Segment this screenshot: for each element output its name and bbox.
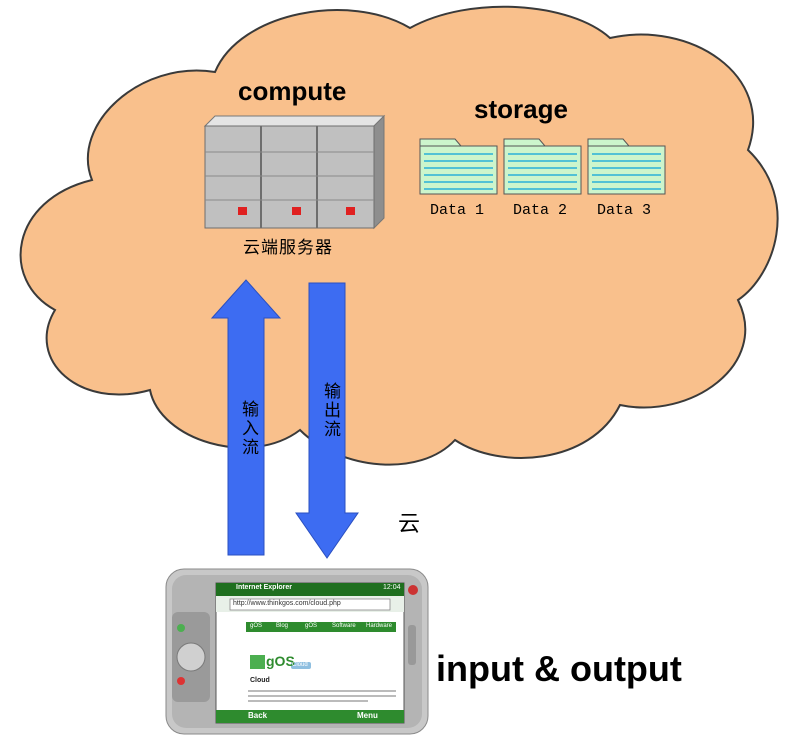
- device-nav-tab: Blog: [276, 623, 289, 629]
- data-folder-icon: [587, 138, 666, 195]
- device-url-field: http://www.thinkgos.com/cloud.php: [233, 600, 341, 607]
- cloud-shape: [19, 5, 779, 466]
- device-nav-tab: Software: [332, 623, 356, 629]
- device-softkey-back: Back: [248, 711, 268, 720]
- input-stream-label: 输入流: [238, 400, 258, 457]
- device-nav-tab: Hardware: [366, 623, 393, 629]
- device-clock: 12:04: [383, 584, 401, 591]
- data-folder-icon: [503, 138, 582, 195]
- device-heading: Cloud: [250, 677, 270, 684]
- server-rack-icon: [203, 114, 386, 230]
- cloud-caption: 云: [398, 512, 421, 537]
- io-caption: input & output: [436, 648, 682, 689]
- device-logo: gOS: [266, 653, 295, 669]
- server-caption: 云端服务器: [243, 238, 333, 258]
- input-stream-arrow: [210, 279, 282, 556]
- mobile-device-icon: [165, 568, 429, 735]
- device-softkey-menu: Menu: [357, 711, 378, 720]
- compute-label: compute: [238, 76, 347, 106]
- device-logo-badge: Cloud: [292, 662, 308, 668]
- data-3-label: Data 3: [597, 202, 652, 219]
- storage-label: storage: [474, 94, 568, 124]
- device-nav-tab: gOS: [250, 623, 263, 629]
- device-browser-title: Internet Explorer: [236, 584, 293, 591]
- output-stream-label: 输出流: [320, 382, 340, 439]
- data-1-label: Data 1: [430, 202, 485, 219]
- data-2-label: Data 2: [513, 202, 568, 219]
- device-nav-tab: gOS: [305, 623, 318, 629]
- output-stream-arrow: [295, 282, 359, 559]
- data-folder-icon: [419, 138, 498, 195]
